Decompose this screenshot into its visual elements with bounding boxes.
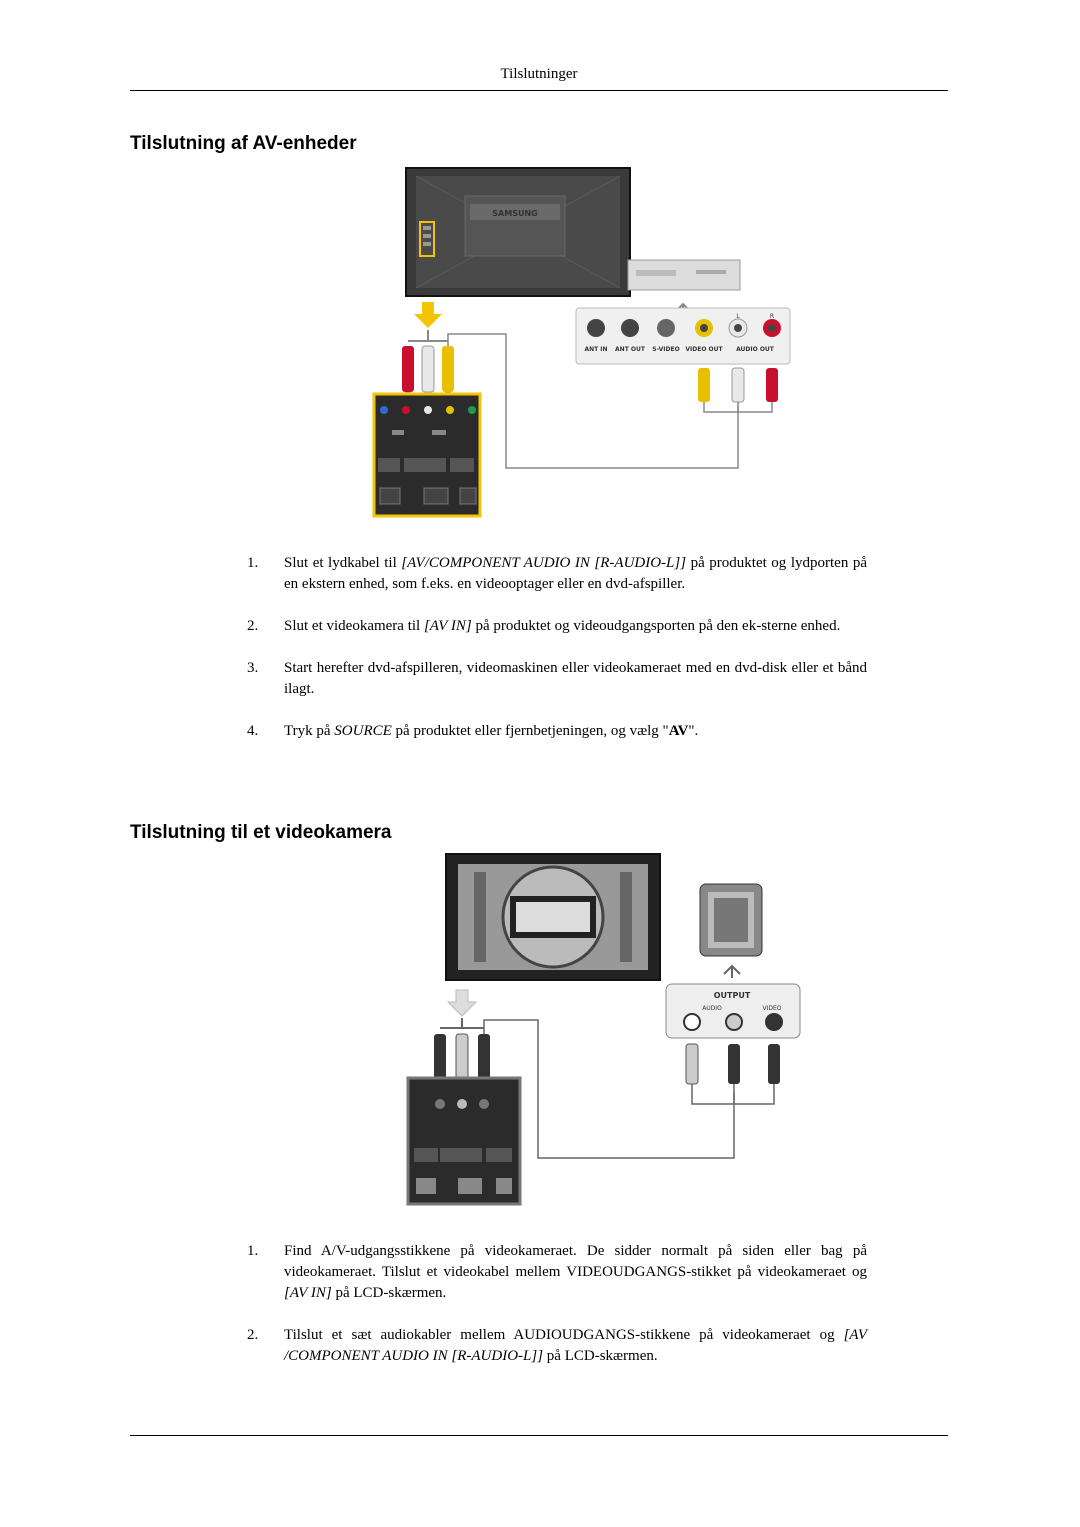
step-text: Tilslut et sæt audiokabler mellem AUDIOU… [284,1327,867,1364]
step-text-part: [AV/COMPONENT AUDIO IN [R-AUDIO-L]] [401,555,687,571]
dvd-player-image [627,259,741,291]
output-video-label: VIDEO [762,1005,781,1012]
step-text-part: [AV IN] [423,618,472,634]
step-text-part: Find A/V-udgangsstikkene på videokamerae… [284,1243,867,1280]
camcorder-image [699,883,763,957]
output-audio-label: AUDIO [702,1005,722,1012]
step-text-part: SOURCE [334,723,392,739]
step-number: 2. [247,1327,259,1343]
step-text-part: Tilslut et sæt audiokabler mellem AUDIOU… [284,1327,844,1343]
jack-label-audio-out: AUDIO OUT [736,346,775,353]
connector-panel-image [406,1076,522,1206]
step-text-part: Slut et videokamera til [284,618,424,634]
jack-label-l: L [736,313,740,320]
step-text-part: Slut et lydkabel til [284,555,402,571]
av-connection-diagram: SAMSUNG [372,167,791,518]
step-text: Tryk på SOURCE på produktet eller fjernb… [284,723,698,739]
camcorder-connection-diagram: OUTPUT AUDIO VIDEO [406,853,801,1206]
cable-plugs-left [434,1018,490,1081]
camcorder-step-2: 2. Tilslut et sæt audiokabler mellem AUDI… [247,1325,867,1367]
step-text: Slut et lydkabel til [AV/COMPONENT AUDIO… [284,555,867,592]
jack-label-ant-out: ANT OUT [615,346,646,353]
step-number: 1. [247,1243,259,1259]
cable-plugs-left [402,330,454,400]
output-label: OUTPUT [714,991,751,1000]
header-rule [130,90,948,91]
connection-line [447,333,739,469]
step-text: Slut et videokamera til [AV IN] på produ… [284,618,840,634]
av-step-4: 4. Tryk på SOURCE på produktet eller fjer… [247,721,867,742]
section-heading-camcorder: Tilslutning til et videokamera [130,822,392,843]
step-text-part: [AV IN] [284,1285,332,1301]
jack-label-r: R [770,313,774,320]
step-text-part: på LCD-skærmen. [543,1348,658,1364]
step-text: Find A/V-udgangsstikkene på videokamerae… [284,1243,867,1301]
connector-panel-image [372,392,482,518]
step-number: 3. [247,660,259,676]
av-step-1: 1. Slut et lydkabel til [AV/COMPONENT AUD… [247,553,867,595]
step-text-part: Start herefter dvd-afspilleren, videomas… [284,660,867,697]
connection-line [483,1019,735,1159]
arrow-down-icon [446,989,478,1017]
camcorder-steps-list: 1. Find A/V-udgangsstikkene på videokamer… [247,1241,867,1367]
av-step-2: 2. Slut et videokamera til [AV IN] på pro… [247,616,867,637]
camcorder-output-panel: OUTPUT AUDIO VIDEO [665,983,801,1039]
footer-rule [130,1435,948,1436]
step-text-part: [AV /COMPONENT AUDIO IN [R-AUDIO-L]] [284,1327,867,1364]
display-back-image [445,853,661,981]
step-text-part: på produktet og videoudgangsporten på de… [471,618,841,634]
brand-logo: SAMSUNG [492,209,537,218]
dvd-output-jack-panel: L R ANT IN ANT OUT S-VIDEO VIDEO OUT AUD… [575,307,791,365]
step-text-part: på produktet og lydporten på en ekstern … [284,555,868,592]
step-text-part: Tryk på [284,723,335,739]
jack-label-s-video: S-VIDEO [652,346,679,353]
step-text-part: AV [668,723,689,739]
av-step-3: 3. Start herefter dvd-afspilleren, videom… [247,658,867,700]
jack-label-video-out: VIDEO OUT [685,346,723,353]
page-header-title: Tilslutninger [500,66,578,82]
step-text: Start herefter dvd-afspilleren, videomas… [284,660,867,697]
step-number: 1. [247,555,259,571]
jack-label-ant-in: ANT IN [584,346,607,353]
arrow-down-icon [414,302,442,328]
display-back-image: SAMSUNG [405,167,631,297]
section-heading-av-devices: Tilslutning af AV-enheder [130,133,357,154]
step-number: 4. [247,723,259,739]
step-text-part: på produktet eller fjernbetjeningen, og … [391,723,669,739]
cable-plugs-right [698,367,778,413]
av-steps-list: 1. Slut et lydkabel til [AV/COMPONENT AUD… [247,553,867,742]
cable-plugs-right [685,1043,780,1105]
step-number: 2. [247,618,259,634]
camcorder-step-1: 1. Find A/V-udgangsstikkene på videokamer… [247,1241,867,1304]
step-text-part: på LCD-skærmen. [331,1285,447,1301]
step-text-part: ". [688,723,699,739]
